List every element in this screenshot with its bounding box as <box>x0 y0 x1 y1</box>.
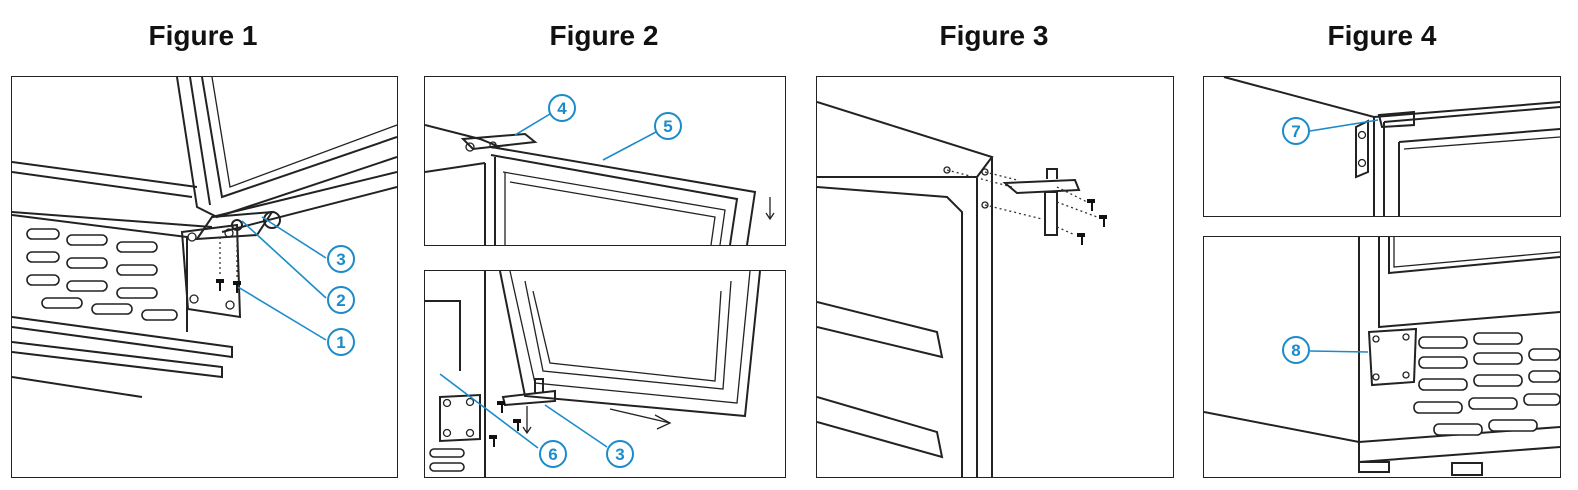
callout-2: 2 <box>336 291 345 310</box>
callout-3: 3 <box>615 445 624 464</box>
figure-1-title: Figure 1 <box>148 20 258 51</box>
callout-3: 3 <box>336 250 345 269</box>
figure-2-top-panel <box>424 76 786 246</box>
figure-4-bottom-drawing <box>1204 237 1560 476</box>
figure-1-panel <box>11 76 398 478</box>
figure-2-title: Figure 2 <box>549 20 659 51</box>
figure-3-title: Figure 3 <box>939 20 1049 51</box>
figure-4-top-drawing <box>1223 77 1560 216</box>
callout-circle <box>327 286 355 314</box>
figure-3-panel <box>816 76 1174 478</box>
callout-circle <box>327 328 355 356</box>
callout-circle <box>327 245 355 273</box>
callout-4: 4 <box>557 99 567 118</box>
figure-2-top-drawing <box>425 124 775 245</box>
figure-2-bottom-drawing <box>425 271 761 477</box>
callout-5: 5 <box>663 117 672 136</box>
figure-4-top-panel <box>1203 76 1561 217</box>
callout-6: 6 <box>548 445 557 464</box>
figure-3-drawing <box>817 101 1107 477</box>
figure-2-bottom-panel <box>424 270 786 478</box>
figure-4-title: Figure 4 <box>1327 20 1437 51</box>
callout-1: 1 <box>336 333 345 352</box>
figure-1-drawing <box>12 77 397 398</box>
callout-7: 7 <box>1291 122 1300 141</box>
figure-4-bottom-panel <box>1203 236 1561 478</box>
callout-8: 8 <box>1291 341 1300 360</box>
